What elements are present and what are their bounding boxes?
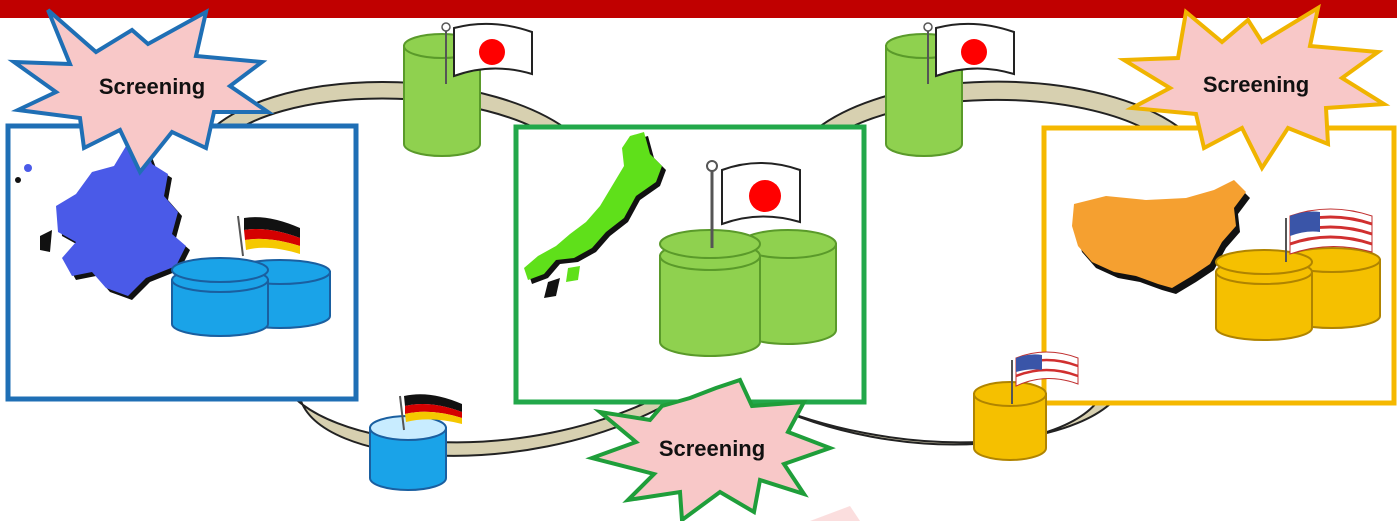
transit-db-germany bbox=[369, 394, 462, 491]
top-bar bbox=[0, 0, 1397, 18]
screening-burst-usa: Screening bbox=[1117, 3, 1391, 173]
germany-flag bbox=[237, 215, 300, 257]
japan-flag-large bbox=[706, 160, 801, 248]
japan-map bbox=[524, 132, 666, 298]
screening-label-japan: Screening bbox=[659, 436, 765, 461]
usa-flag bbox=[1285, 208, 1373, 262]
transit-db-japan-right bbox=[885, 22, 1015, 157]
japan-database bbox=[659, 229, 837, 357]
transit-db-japan-left bbox=[403, 22, 533, 157]
usa-map bbox=[1072, 180, 1250, 294]
screening-burst-japan: Screening bbox=[585, 377, 836, 521]
screening-burst-europe: Screening bbox=[7, 8, 275, 176]
transit-db-usa bbox=[973, 351, 1079, 461]
europe-map bbox=[15, 142, 190, 300]
screening-label-europe: Screening bbox=[99, 74, 205, 99]
usa-database bbox=[1215, 247, 1381, 341]
europe-database bbox=[171, 257, 331, 337]
screening-label-usa: Screening bbox=[1203, 72, 1309, 97]
faint-pink-shape bbox=[810, 506, 860, 521]
